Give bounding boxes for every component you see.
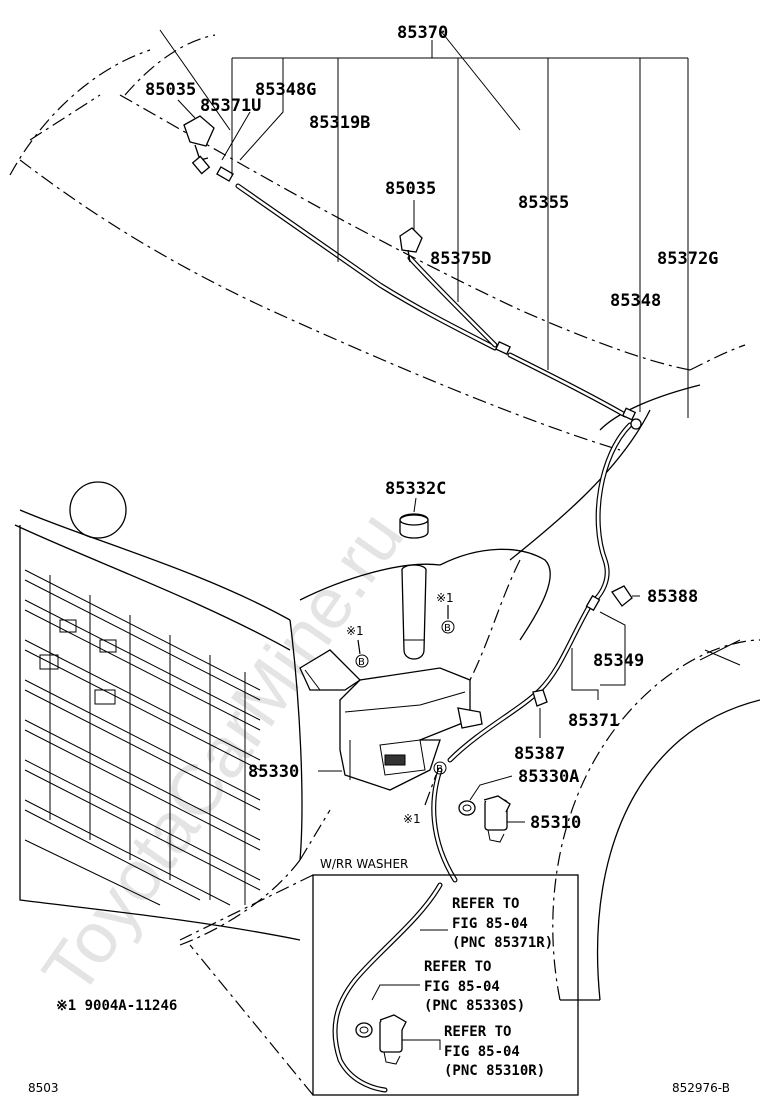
svg-text:FIG 85-04: FIG 85-04 [452, 916, 528, 932]
label-85371U: 85371U [200, 96, 261, 116]
label-85348: 85348 [610, 291, 661, 311]
inset-title: W/RR WASHER [320, 857, 408, 871]
part-labels: 85370 85035 85348G 85371U 85319B 85035 8… [145, 23, 718, 833]
footnote: ※1 9004A-11246 [56, 998, 177, 1014]
svg-text:FIG 85-04: FIG 85-04 [444, 1044, 520, 1060]
svg-text:(PNC 85330S): (PNC 85330S) [424, 998, 525, 1014]
svg-text:※1: ※1 [403, 812, 421, 826]
svg-text:REFER TO: REFER TO [424, 959, 491, 975]
washer-tank [299, 513, 483, 791]
svg-text:※1: ※1 [436, 591, 454, 605]
hose-joints [495, 340, 642, 707]
label-85375D: 85375D [430, 249, 491, 269]
label-85310: 85310 [530, 813, 581, 833]
svg-text:※1: ※1 [346, 624, 364, 638]
vehicle-outline [9, 29, 760, 1001]
svg-text:(PNC 85310R): (PNC 85310R) [444, 1063, 545, 1079]
b-markers: B B B [355, 620, 455, 775]
svg-text:REFER TO: REFER TO [452, 896, 519, 912]
footer-left-code: 8503 [28, 1081, 59, 1095]
footer-right-code: 852976-B [672, 1081, 730, 1095]
svg-text:B: B [358, 657, 365, 668]
label-85035-center: 85035 [385, 179, 436, 199]
label-85349: 85349 [593, 651, 644, 671]
inset-rear-washer: W/RR WASHER REFER TO FIG 85-04 (PNC 8537… [179, 857, 579, 1096]
label-85348G: 85348G [255, 80, 316, 100]
label-85330A: 85330A [518, 767, 579, 787]
note-marks: ※1 ※1 ※1 [346, 591, 454, 826]
label-85035-left: 85035 [145, 80, 196, 100]
svg-text:B: B [436, 764, 443, 775]
label-85332C: 85332C [385, 479, 446, 499]
svg-text:FIG 85-04: FIG 85-04 [424, 979, 500, 995]
label-85387: 85387 [514, 744, 565, 764]
nozzle-center [399, 227, 423, 263]
svg-text:B: B [444, 623, 451, 634]
nozzle-left [183, 115, 234, 182]
label-85319B: 85319B [309, 113, 370, 133]
label-85370: 85370 [397, 23, 448, 43]
label-85372G: 85372G [657, 249, 718, 269]
svg-text:(PNC 85371R): (PNC 85371R) [452, 935, 553, 951]
washer-pump [458, 795, 511, 843]
leader-lines [177, 40, 689, 823]
svg-text:REFER TO: REFER TO [444, 1024, 511, 1040]
label-85355: 85355 [518, 193, 569, 213]
label-85371: 85371 [568, 711, 619, 731]
label-85330: 85330 [248, 762, 299, 782]
label-85388: 85388 [647, 587, 698, 607]
